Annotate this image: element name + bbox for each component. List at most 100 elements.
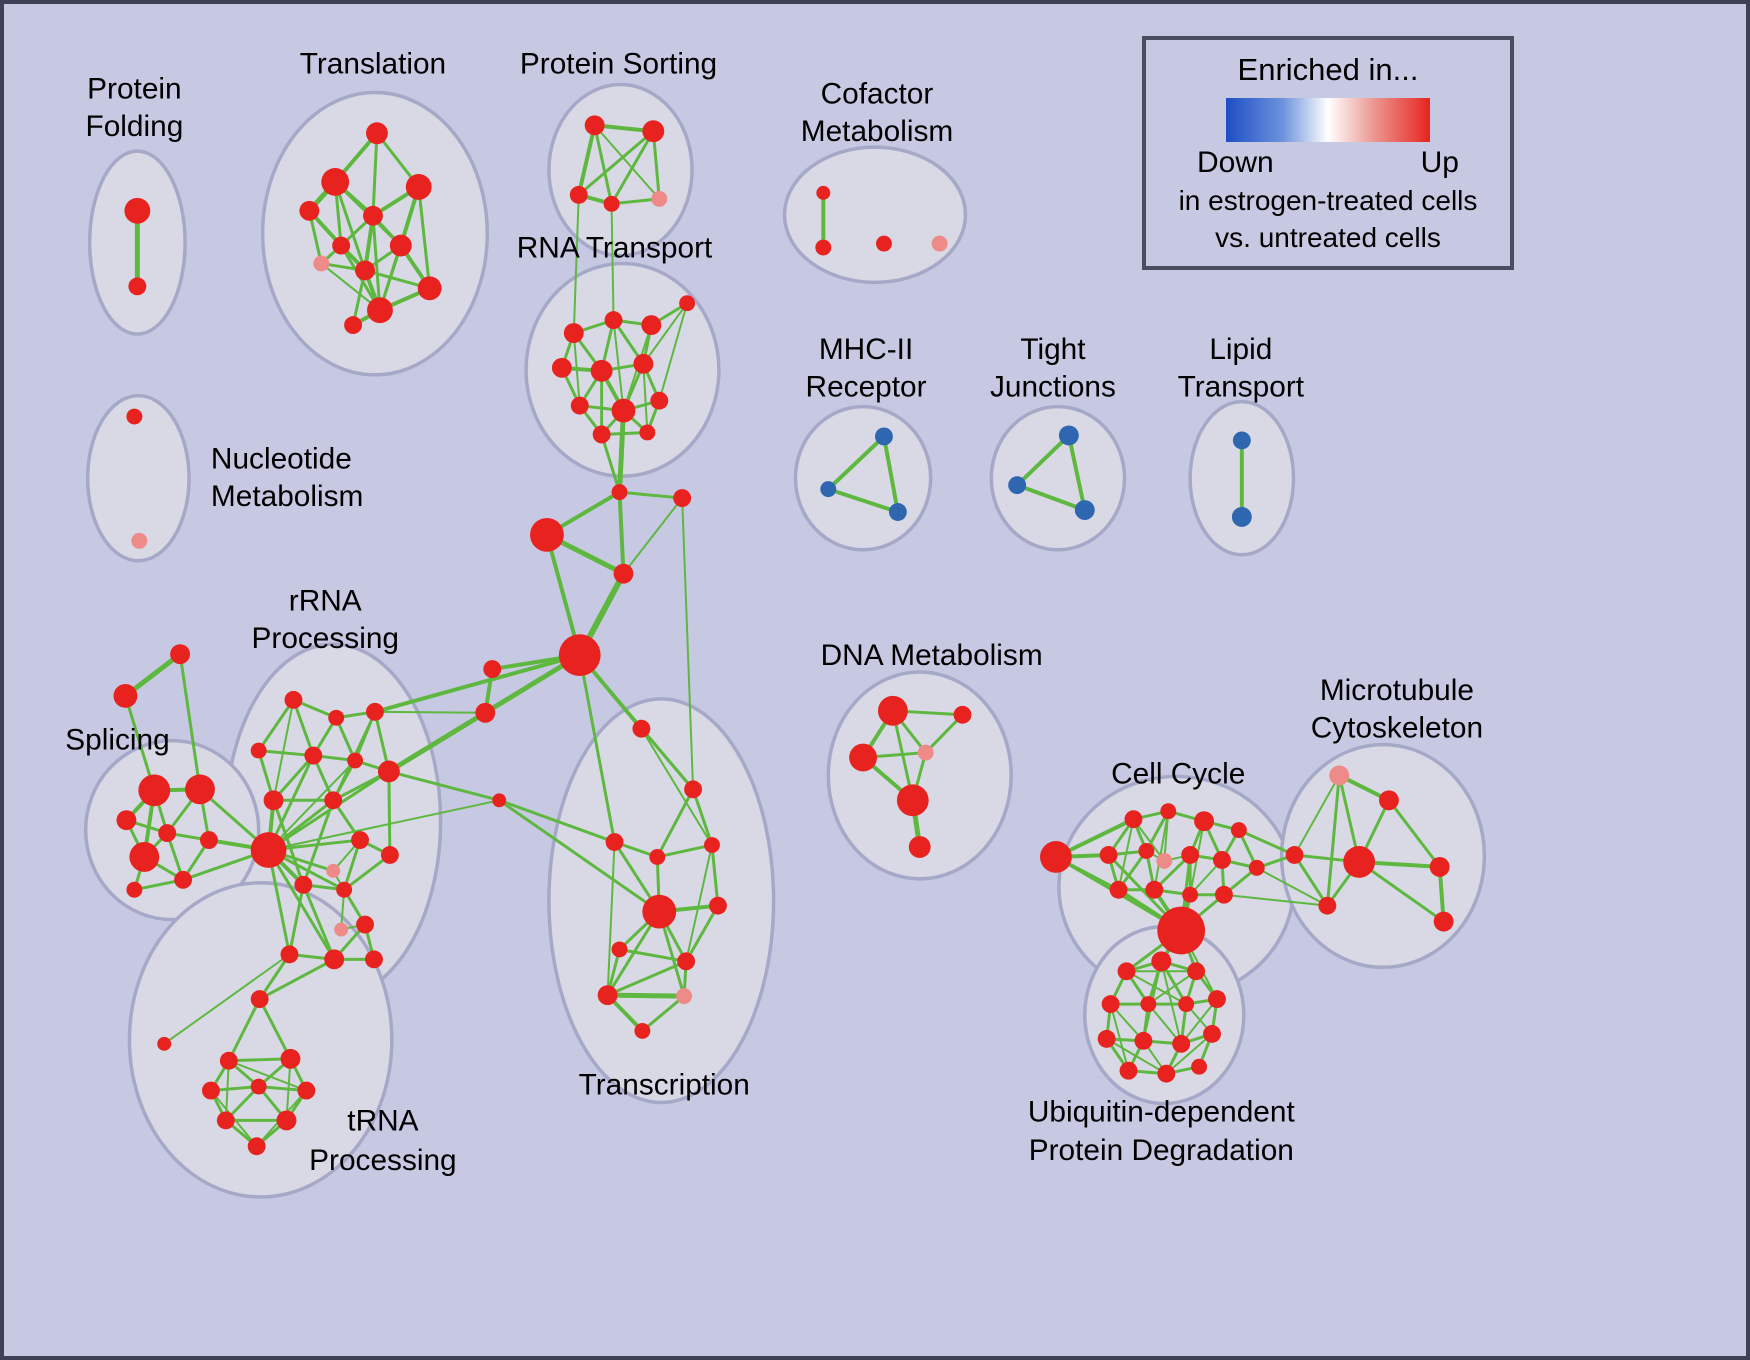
network-node-65 [326,863,341,878]
network-node-126 [1157,906,1206,955]
network-node-76 [185,774,215,805]
network-node-7 [332,236,351,255]
network-edge [287,883,305,956]
network-edge [691,787,714,847]
cluster-label-microtubule-cytoskeleton: Microtubule [1320,674,1474,707]
network-node-69 [336,881,353,898]
cluster-label-mhc-ii-receptor: Receptor [806,371,927,404]
network-edge [267,759,357,851]
network-edge [617,490,626,576]
network-node-85 [219,1051,238,1070]
network-node-141 [1097,1029,1116,1048]
network-edge [1153,810,1170,891]
network-node-62 [263,790,284,811]
network-edge [1293,774,1341,856]
cluster-mhc-ii-receptor [793,404,933,552]
cluster-label-transcription: Transcription [579,1069,750,1102]
network-node-100 [611,941,628,958]
network-node-67 [380,846,399,864]
network-edge [258,957,336,1001]
network-edge [577,129,655,197]
network-node-80 [129,842,160,872]
network-edge [227,1057,292,1063]
network-node-117 [1138,843,1155,859]
network-node-26 [679,295,696,312]
network-node-1 [128,277,147,296]
network-edge [1165,1032,1214,1075]
network-node-86 [280,1048,301,1069]
network-edge [497,798,617,844]
network-node-82 [126,881,143,898]
network-node-143 [1172,1034,1191,1053]
network-edge [610,197,661,206]
network-node-113 [1160,803,1177,820]
network-node-144 [1203,1024,1221,1043]
network-edge [257,698,295,753]
network-node-78 [158,824,177,843]
network-edge [272,698,295,802]
network-node-131 [1429,856,1450,877]
network-node-105 [877,695,908,726]
network-node-73 [324,949,345,970]
network-node-130 [1343,846,1376,878]
network-edge [610,129,655,206]
network-node-72 [280,945,299,964]
network-node-20 [815,239,832,256]
network-edge [291,698,315,758]
network-edge [272,798,305,887]
network-edge [826,487,900,514]
network-node-122 [1109,880,1128,899]
network-node-81 [174,870,193,889]
cluster-label-mhc-ii-receptor: MHC-II [819,333,913,366]
network-node-95 [605,833,624,851]
cluster-protein-sorting [547,82,694,258]
network-edge [267,799,501,851]
network-node-32 [650,391,669,410]
network-node-54 [113,683,138,708]
network-node-74 [365,950,383,969]
network-edge [1222,893,1329,907]
network-node-55 [284,690,303,709]
cluster-label-cofactor-metabolism: Cofactor [821,77,934,110]
cluster-label-rrna-processing: Processing [252,622,399,655]
network-node-111 [1040,841,1072,873]
network-edge [622,497,684,575]
network-node-127 [1329,765,1350,786]
network-edge [373,710,487,714]
network-node-18 [651,190,668,207]
legend-title: Enriched in... [1237,52,1419,87]
network-edge [658,302,689,402]
network-node-87 [201,1081,220,1100]
network-node-10 [355,260,375,281]
network-edge [123,694,156,792]
network-node-58 [250,742,267,759]
network-edge [610,202,615,322]
network-node-119 [1181,846,1200,864]
network-node-33 [592,425,611,444]
network-node-25 [641,315,662,336]
network-node-107 [849,743,877,772]
network-edge [301,883,336,961]
network-node-68 [294,875,313,894]
network-edge [387,769,501,802]
network-edge [826,434,886,492]
network-node-92 [247,1137,266,1156]
cluster-label-tight-junctions: Tight [1020,333,1086,366]
legend-ends: Down Up [1197,146,1459,180]
network-node-53 [170,644,191,665]
network-edge [1293,853,1329,908]
network-node-44 [1231,507,1252,527]
network-node-91 [276,1110,297,1131]
network-edge [227,997,262,1063]
network-edge [1066,433,1087,512]
network-edge [578,653,617,844]
network-node-6 [363,205,383,226]
cluster-label-tight-junctions: Junctions [990,371,1116,404]
network-edge [417,185,432,290]
network-node-13 [344,316,363,335]
network-node-41 [1008,476,1027,495]
cluster-nucleotide-metabolism [85,393,191,563]
network-node-3 [321,168,350,196]
network-edge [257,749,315,758]
